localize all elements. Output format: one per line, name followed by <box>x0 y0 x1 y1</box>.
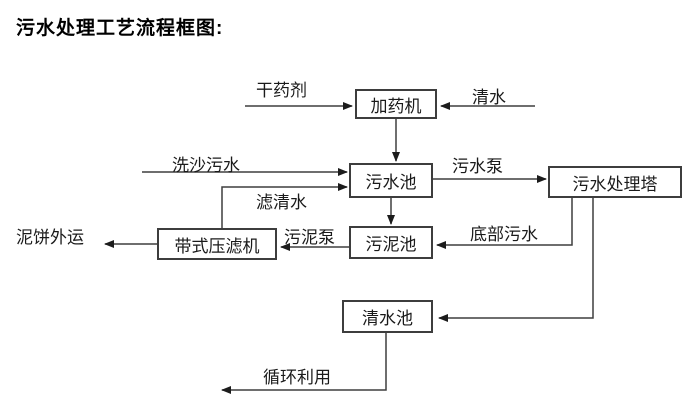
edge-filtered-water-to-sewage-pool <box>221 183 348 228</box>
label-sand-wash-sewage: 洗沙污水 <box>172 156 240 175</box>
edge-tower-bottom-sewage-to-sludge-pool <box>436 197 573 249</box>
node-sludge-pool: 污泥池 <box>349 226 433 259</box>
edge-tower-to-clean-water-pool <box>438 197 594 322</box>
page-title: 污水处理工艺流程框图: <box>16 18 224 39</box>
node-sewage-pool: 污水池 <box>349 163 433 198</box>
label-sludge-pump: 污泥泵 <box>284 228 335 247</box>
node-treatment-tower: 污水处理塔 <box>548 166 682 198</box>
label-clean-water: 清水 <box>472 88 506 107</box>
label-dry-chemical: 干药剂 <box>256 81 307 100</box>
label-sewage-pump: 污水泵 <box>452 157 503 176</box>
label-mud-cake-out: 泥饼外运 <box>16 228 84 247</box>
node-belt-filter-press: 带式压滤机 <box>157 228 277 260</box>
node-dosing-machine: 加药机 <box>355 89 437 119</box>
label-recycle: 循环利用 <box>263 368 331 387</box>
node-clean-water-pool: 清水池 <box>342 300 433 333</box>
label-bottom-sewage: 底部污水 <box>470 225 538 244</box>
label-filtered-water: 滤清水 <box>256 193 307 212</box>
edge-clean-water-pool-to-recycle <box>221 333 387 394</box>
